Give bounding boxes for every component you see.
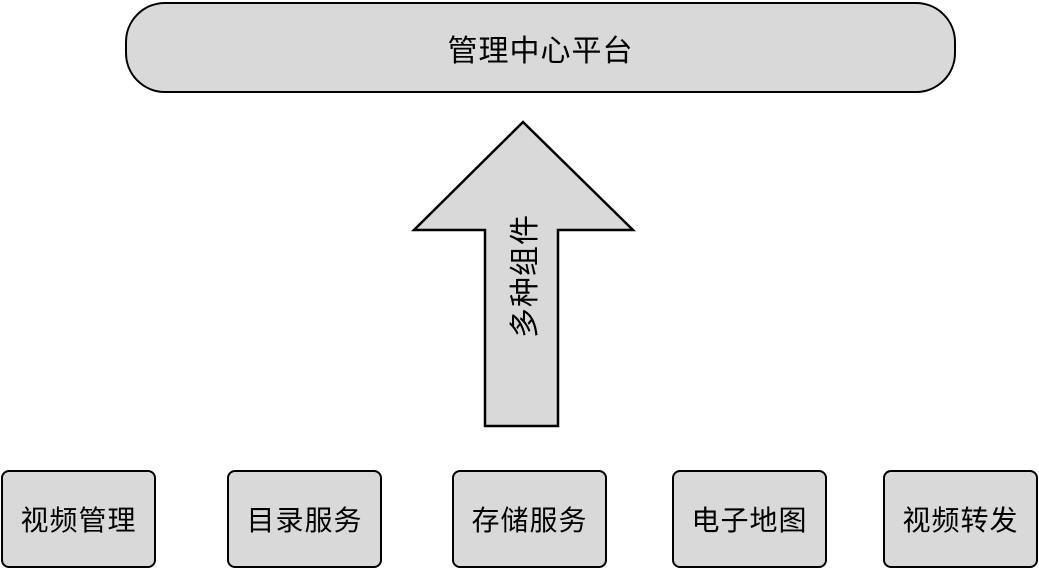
component-video-forwarding: 视频转发 xyxy=(883,470,1038,568)
component-label: 目录服务 xyxy=(246,504,363,537)
component-label: 存储服务 xyxy=(471,504,588,537)
component-electronic-map: 电子地图 xyxy=(672,470,827,568)
component-label: 视频转发 xyxy=(902,504,1019,537)
component-label: 视频管理 xyxy=(20,504,137,537)
management-center-platform-box: 管理中心平台 xyxy=(125,2,956,93)
component-video-management: 视频管理 xyxy=(1,470,156,568)
component-directory-service: 目录服务 xyxy=(227,470,382,568)
component-storage-service: 存储服务 xyxy=(452,470,607,568)
component-label: 电子地图 xyxy=(691,504,808,537)
platform-title: 管理中心平台 xyxy=(447,33,634,69)
